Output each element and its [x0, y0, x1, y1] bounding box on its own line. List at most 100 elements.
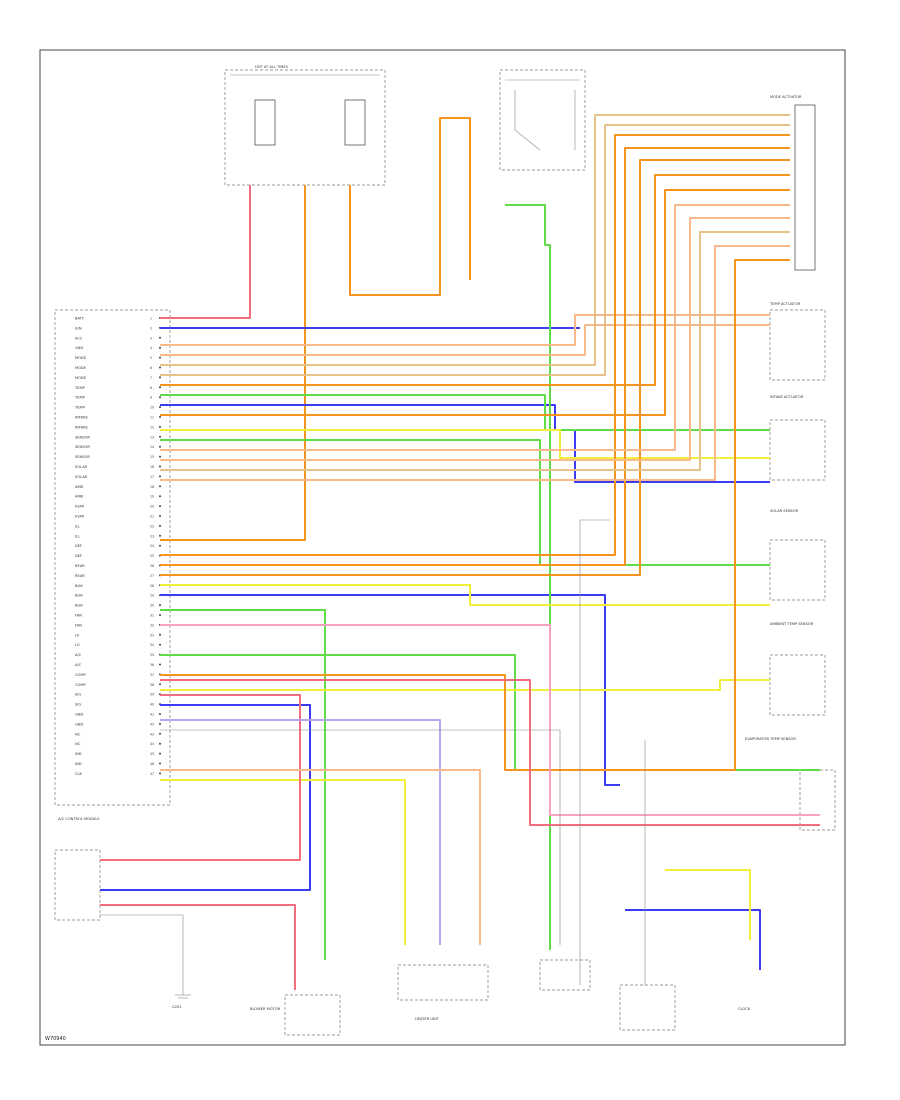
pin-terminal: [159, 534, 161, 537]
pin-number: 38: [150, 683, 154, 687]
pin-number: 12: [150, 425, 154, 429]
intake-actuator-label: INTAKE ACTUATOR: [770, 395, 804, 399]
pin-number: 33: [150, 633, 154, 637]
pin-terminal: [159, 455, 161, 458]
pin-number: 3: [150, 336, 152, 340]
pin-terminal: [159, 524, 161, 527]
pin-label: FAN: [75, 623, 82, 627]
pin-number: 23: [150, 534, 154, 538]
pin-label: NC: [75, 742, 81, 746]
pin-label: SENSOR: [75, 435, 90, 439]
wire-yellow-1: [160, 429, 770, 459]
blower-motor-label: BLOWER MOTOR: [250, 1007, 281, 1011]
pin-label: EVAP: [75, 505, 85, 509]
pin-number: 1: [150, 317, 152, 321]
pin-label: SOLAR: [75, 475, 88, 479]
pin-label: REAR: [75, 564, 85, 568]
pin-label: GND: [75, 346, 83, 350]
pin-label: TEMP: [74, 406, 86, 410]
pin-number: 4: [150, 346, 152, 350]
pin-terminal: [159, 346, 161, 349]
pin-label: SENSOR: [75, 455, 90, 459]
pin-label: DEF: [75, 554, 82, 558]
wire-gray-1: [160, 729, 561, 945]
pin-label: AMB: [75, 495, 84, 499]
pin-terminal: [159, 386, 161, 389]
pin-terminal: [159, 366, 161, 369]
pin-number: 37: [150, 673, 154, 677]
pin-terminal: [159, 742, 161, 745]
temp-actuator: TEMP ACTUATOR: [769, 302, 826, 381]
pin-number: 9: [150, 396, 152, 400]
wire-green-4: [505, 204, 551, 950]
pin-number: 36: [150, 663, 154, 667]
pin-terminal: [159, 495, 161, 498]
clock-block: CLOCK: [738, 1007, 751, 1011]
pin-terminal: [159, 515, 161, 517]
pin-number: 20: [150, 505, 154, 509]
pin-terminal: [159, 683, 161, 686]
wire-green-5: [160, 654, 820, 771]
intake-actuator: INTAKE ACTUATOR: [769, 395, 826, 481]
pin-label: INTAKE: [75, 425, 88, 429]
wire-blue-4: [100, 704, 311, 891]
wire-orange-r2: [160, 147, 790, 566]
pin-terminal: [159, 356, 161, 359]
wire-peach-r7: [160, 217, 790, 461]
pin-label: SIG: [75, 693, 81, 697]
wire-gray-3: [579, 519, 610, 985]
wire-green-2: [160, 439, 770, 566]
pin-terminal: [159, 643, 161, 646]
solar-sensor: SOLAR SENSOR: [769, 509, 826, 601]
pin-label: A/C: [75, 653, 82, 657]
pin-label: INTAKE: [75, 416, 88, 420]
pin-number: 44: [150, 742, 154, 746]
pin-label: AMB: [75, 485, 84, 489]
control-module: A/C CONTROL MODULE: [54, 309, 171, 821]
wire-peach-1: [160, 314, 770, 346]
pin-terminal: [159, 445, 161, 448]
wire-orange-ign: [160, 185, 306, 541]
pin-terminal: [159, 376, 161, 379]
clock-label: CLOCK: [738, 1007, 751, 1011]
pin-number: 17: [150, 475, 154, 479]
mode-actuator: MODE ACTUATOR: [770, 95, 816, 271]
pin-label: ILL: [75, 524, 80, 528]
pin-terminal: [159, 752, 161, 755]
heater-unit: HEATER UNIT: [397, 964, 489, 1021]
pin-label: BLW: [75, 604, 83, 608]
wire-peach-low: [160, 769, 481, 945]
wire-orange-r1: [160, 134, 790, 556]
wire-red-3: [100, 694, 301, 861]
pin-number: 21: [150, 515, 154, 519]
wire-tan-2: [160, 124, 790, 376]
ground-label: G201: [172, 1005, 182, 1009]
left-bottom-connector: [54, 849, 101, 921]
wire-peach-r6: [160, 204, 790, 451]
pin-terminal: [159, 544, 161, 547]
pin-label: IGN: [75, 326, 82, 330]
pin-label: MODE: [75, 366, 87, 370]
pin-number: 24: [150, 544, 154, 548]
wires: [100, 114, 820, 990]
pin-label: BLW: [75, 594, 83, 598]
relay-block: [499, 69, 586, 171]
pin-number: 11: [150, 416, 154, 420]
control-module-label: A/C CONTROL MODULE: [58, 817, 100, 821]
wire-yellow-2: [160, 584, 770, 606]
pin-number: 29: [150, 594, 154, 598]
pin-label: MODE: [75, 376, 87, 380]
pin-terminal: [159, 722, 161, 725]
pin-number: 18: [150, 485, 154, 489]
fuse-block: HOT AT ALL TIMES: [224, 65, 386, 186]
pin-label: COMP: [75, 683, 86, 687]
pin-label: GND: [75, 722, 83, 726]
pin-number: 8: [150, 386, 152, 390]
heater-unit-label: HEATER UNIT: [415, 1017, 440, 1021]
pin-terminal: [159, 663, 161, 666]
temp-actuator-label: TEMP ACTUATOR: [769, 302, 801, 306]
pin-number: 32: [150, 623, 154, 627]
pin-number: 19: [150, 495, 154, 499]
